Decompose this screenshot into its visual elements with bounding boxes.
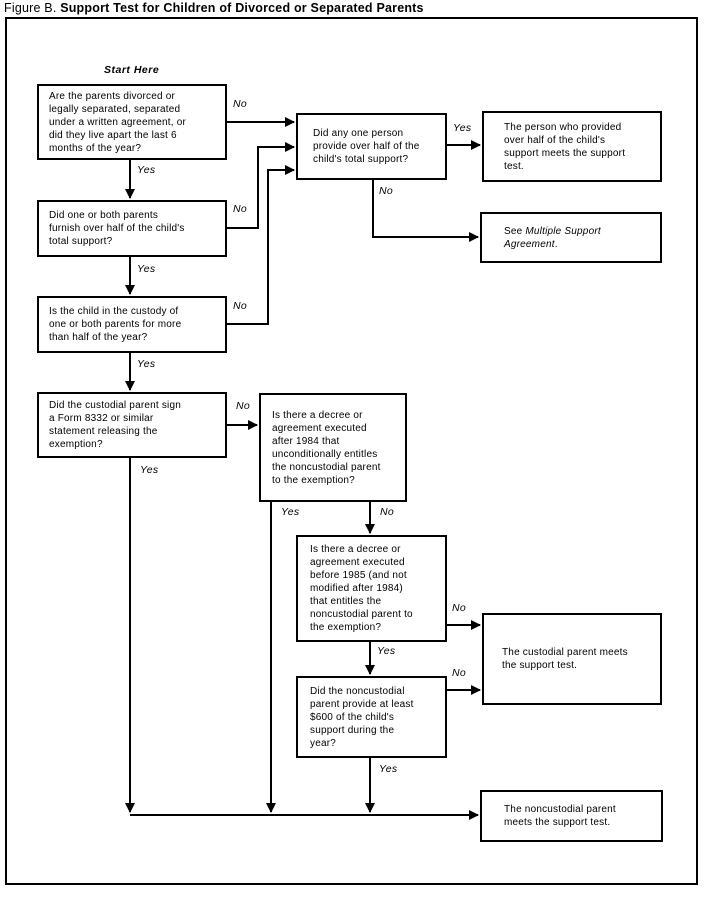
see-prefix: See [504,225,526,237]
node-text: Are the parents divorced or legally sepa… [49,90,186,154]
edge-label-q3-no: No [233,203,248,215]
flowchart-border [5,17,698,885]
edge-q2-no [372,180,479,242]
multiple-support-agreement-italic: Multiple Support Agreement [504,225,601,250]
node-result-custodial-parent: The custodial parent meets the support t… [482,613,662,705]
node-any-one-person-question: Did any one person provide over half of … [296,113,447,180]
edge-q3-no [227,142,295,229]
edge-label-q5-no: No [236,400,251,412]
edge-label-q5-yes: Yes [140,464,159,476]
node-text: Is the child in the custody of one or bo… [49,306,182,343]
node-text: Did any one person provide over half of … [313,128,420,165]
edge-label-q7-yes: Yes [377,645,396,657]
start-here-label: Start Here [104,64,160,76]
edge-label-q6-yes: Yes [281,506,300,518]
edge-label-q8-no: No [452,667,467,679]
node-text: Is there a decree or agreement executed … [272,409,381,486]
node-text: Did the custodial parent sign a Form 833… [49,400,181,450]
node-form-8332-question: Did the custodial parent sign a Form 833… [37,392,227,458]
node-decree-after-1984-question: Is there a decree or agreement executed … [259,393,407,502]
edge-label-q3-yes: Yes [137,263,156,275]
node-text: Did the noncustodial parent provide at l… [310,685,414,749]
edge-label-q8-yes: Yes [379,763,398,775]
node-text: See Multiple Support Agreement. [504,225,601,251]
node-result-noncustodial-parent: The noncustodial parent meets the suppor… [480,790,663,842]
edge-label-q4-yes: Yes [137,358,156,370]
figure-title-text: Support Test for Children of Divorced or… [60,1,424,15]
node-text: The person who provided over half of the… [504,121,626,172]
see-suffix: . [554,238,558,250]
figure-title: Figure B. Support Test for Children of D… [4,1,424,15]
node-text: The custodial parent meets the support t… [502,647,628,671]
node-text: Did one or both parents furnish over hal… [49,210,185,247]
node-600-dollar-support-question: Did the noncustodial parent provide at l… [296,676,447,758]
edge-label-q7-no: No [452,602,467,614]
node-result-see-multiple-support-agreement: See Multiple Support Agreement. [480,212,662,263]
node-text: Is there a decree or agreement executed … [310,544,413,633]
edge-label-q6-no: No [380,506,395,518]
node-parents-divorced-question: Are the parents divorced or legally sepa… [37,84,227,160]
edge-label-q1-no: No [233,98,248,110]
edge-label-q4-no: No [233,300,248,312]
node-parents-furnish-half-question: Did one or both parents furnish over hal… [37,200,227,257]
node-child-custody-question: Is the child in the custody of one or bo… [37,296,227,353]
edge-label-q2-no: No [379,185,394,197]
figure-label: Figure B. [4,1,61,15]
node-result-person-provided-half: The person who provided over half of the… [482,111,662,182]
edge-q4-no [227,165,295,325]
node-text: The noncustodial parent meets the suppor… [504,804,616,828]
edge-label-q1-yes: Yes [137,164,156,176]
node-decree-before-1985-question: Is there a decree or agreement executed … [296,535,447,642]
edge-label-q2-yes: Yes [453,122,472,134]
